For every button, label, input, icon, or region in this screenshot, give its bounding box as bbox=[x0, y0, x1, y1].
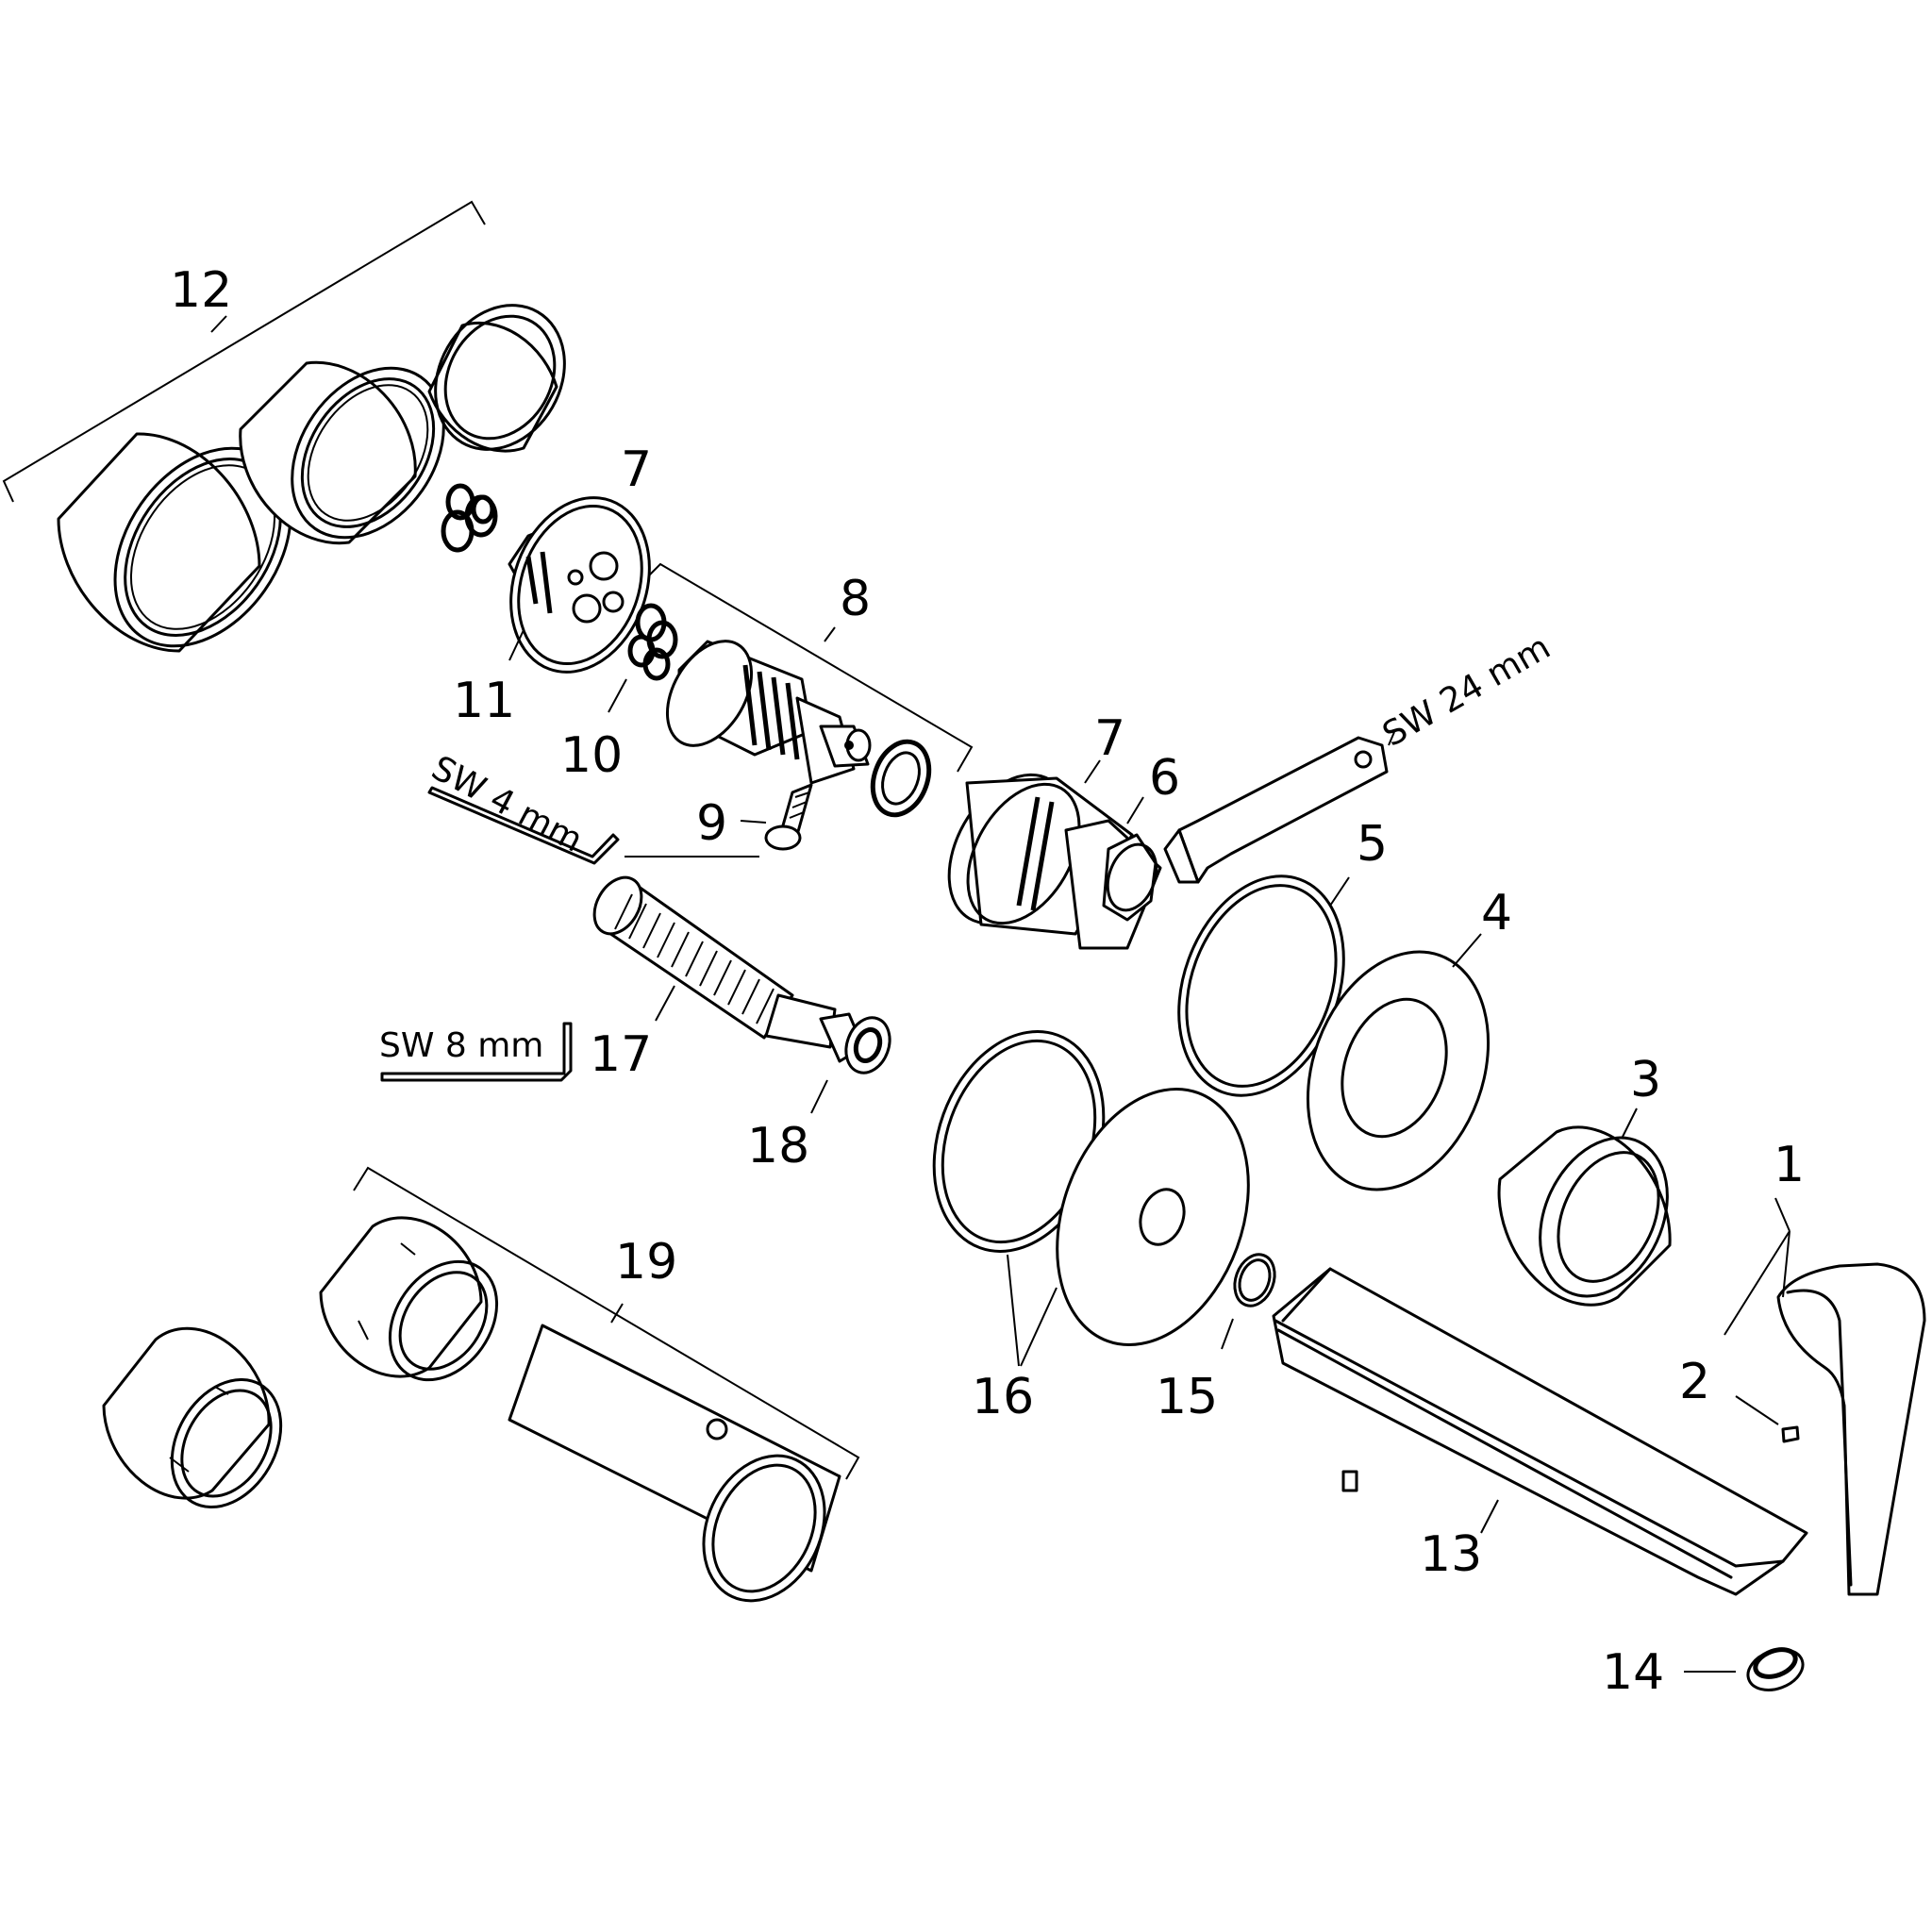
callout-7-top: 7 bbox=[621, 441, 652, 498]
callout-8: 8 bbox=[840, 571, 871, 627]
callout-7-mid: 7 bbox=[1094, 710, 1125, 767]
part-19-sleeves bbox=[102, 1166, 860, 1603]
part-15-oring bbox=[1221, 1253, 1276, 1350]
leader-12 bbox=[210, 315, 227, 333]
callout-6: 6 bbox=[1149, 750, 1180, 807]
leader-13 bbox=[1480, 1499, 1499, 1534]
leader-1 bbox=[1724, 1230, 1790, 1336]
callout-labels: 12 7 8 11 10 9 7 6 5 4 3 1 2 17 18 19 16… bbox=[170, 262, 1805, 1701]
part-16-rosette bbox=[932, 1030, 1250, 1367]
leader-18 bbox=[810, 1079, 828, 1114]
bracket-19 bbox=[353, 1166, 860, 1480]
label-sw8: SW 8 mm bbox=[379, 1026, 543, 1065]
leader-10 bbox=[608, 678, 627, 713]
callout-11: 11 bbox=[453, 673, 515, 729]
callout-12: 12 bbox=[170, 262, 232, 319]
part-11-cartridge bbox=[508, 496, 651, 674]
part-3-sleeve bbox=[1497, 1108, 1672, 1307]
callout-14: 14 bbox=[1602, 1644, 1664, 1701]
label-sw24: SW 24 mm bbox=[1376, 628, 1557, 755]
leader-16a bbox=[1007, 1254, 1020, 1367]
sleeve-medium bbox=[239, 360, 417, 545]
leader-11 bbox=[508, 629, 525, 661]
part-17-spindle bbox=[592, 875, 891, 1114]
callout-15: 15 bbox=[1156, 1369, 1218, 1425]
callout-19: 19 bbox=[615, 1234, 677, 1291]
part-6-valve-body bbox=[947, 759, 1162, 950]
leader-4 bbox=[1452, 933, 1482, 968]
callout-2: 2 bbox=[1679, 1354, 1710, 1410]
part-4-washer bbox=[1306, 933, 1491, 1191]
part-1-handle bbox=[1724, 1197, 1926, 1596]
leader-16b bbox=[1020, 1287, 1058, 1367]
callout-9: 9 bbox=[696, 795, 727, 852]
callout-17: 17 bbox=[590, 1026, 652, 1083]
bracket-12 bbox=[2, 200, 486, 503]
leader-6 bbox=[1126, 796, 1144, 824]
leader-2 bbox=[1735, 1395, 1779, 1425]
callout-4: 4 bbox=[1481, 885, 1512, 941]
leader-5 bbox=[1329, 876, 1350, 907]
leader-17 bbox=[655, 985, 675, 1022]
part-8-cartridge bbox=[648, 562, 974, 818]
part-14-aerator bbox=[1684, 1647, 1805, 1691]
sleeve-large bbox=[57, 432, 261, 653]
leader-3 bbox=[1622, 1108, 1638, 1138]
callout-13: 13 bbox=[1420, 1526, 1482, 1583]
tool-sw24-wrench bbox=[1163, 731, 1395, 884]
part-9-screw bbox=[740, 783, 813, 851]
callout-16: 16 bbox=[972, 1369, 1034, 1425]
callout-18: 18 bbox=[747, 1118, 809, 1174]
part-13-spout bbox=[1272, 1267, 1808, 1596]
leader-9 bbox=[740, 820, 767, 824]
callout-5: 5 bbox=[1357, 816, 1388, 873]
tool-sw4-allen-key bbox=[427, 786, 759, 865]
sleeve-ring bbox=[427, 321, 558, 453]
callout-10: 10 bbox=[560, 727, 623, 784]
leader-19 bbox=[610, 1303, 624, 1324]
leader-8 bbox=[824, 626, 836, 642]
callout-1: 1 bbox=[1774, 1137, 1805, 1193]
seal-pair-right bbox=[608, 603, 678, 713]
tool-sw8-allen-key bbox=[380, 1022, 573, 1082]
leader-15 bbox=[1221, 1318, 1234, 1350]
leader-7b bbox=[1084, 759, 1101, 784]
callout-3: 3 bbox=[1630, 1052, 1661, 1108]
bracket-8 bbox=[648, 562, 974, 773]
seal-pair-left bbox=[441, 483, 498, 553]
part-12-sleeves bbox=[2, 200, 566, 653]
